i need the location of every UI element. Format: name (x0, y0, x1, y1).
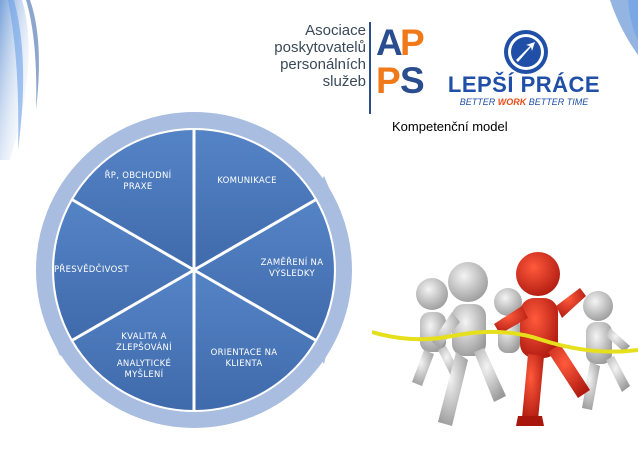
segment-presvedcivost (54, 200, 194, 340)
logo-divider (369, 22, 371, 114)
label-zamereni-line-1: ZAMĚŘENÍ NA (260, 258, 324, 268)
runners-illustration (372, 252, 638, 426)
label-komunikace: KOMUNIKACE (202, 176, 292, 187)
association-line-2: poskytovatelů (274, 39, 366, 56)
segment-orientace (194, 270, 316, 410)
decorative-streaks-right (610, 0, 638, 55)
tagline-part-1: BETTER (459, 97, 498, 107)
runner-grey-3 (582, 291, 630, 410)
apss-logo: A P P S (374, 24, 426, 104)
label-rp-line-2: PRAXE (123, 182, 153, 192)
ring-arrow-right-top (316, 176, 330, 190)
label-zamereni: ZAMĚŘENÍ NA VÝSLEDKY (246, 258, 338, 280)
segment-komunikace (194, 130, 316, 270)
runner-grey-2 (432, 262, 506, 426)
ring-arrow-left-bottom (54, 342, 68, 356)
association-line-1: Asociace (305, 22, 366, 39)
apss-letter-p: P (400, 22, 425, 63)
label-presvedcivost: PŘESVĚDČIVOST (54, 265, 154, 276)
decorative-streaks-left (0, 0, 39, 160)
apss-letter-p2: P (376, 60, 401, 101)
segment-rp (72, 130, 194, 270)
lepsi-prace-logo: LEPŠÍ PRÁCE BETTER WORK BETTER TIME (444, 28, 604, 108)
label-analyticke-line-2: MYŠLENÍ (124, 370, 164, 380)
label-rp-line-1: ŘP, OBCHODNÍ (104, 171, 172, 181)
lepsi-prace-tagline: BETTER WORK BETTER TIME (444, 97, 604, 107)
slide-title: Kompetenční model (392, 119, 508, 134)
ring-arrow-left-top (60, 176, 72, 192)
apss-letter-a: A (376, 22, 403, 63)
finish-tape (372, 329, 638, 354)
lepsi-prace-name: LEPŠÍ PRÁCE (447, 72, 601, 97)
runner-red-leader (494, 252, 590, 426)
tagline-part-2: BETTER TIME (526, 97, 589, 107)
label-orientace: ORIENTACE NA KLIENTA (196, 348, 292, 370)
label-kvalita: KVALITA A ZLEPŠOVÁNÍ ANALYTICKÉ MYŠLENÍ (98, 332, 190, 381)
segment-separators (70, 128, 318, 412)
label-orientace-line-2: KLIENTA (225, 359, 263, 369)
ring-arrow-bottom (184, 416, 198, 428)
label-rp: ŘP, OBCHODNÍ PRAXE (90, 171, 186, 193)
association-line-4: služeb (322, 73, 366, 90)
label-orientace-line-1: ORIENTACE NA (210, 348, 278, 358)
segment-kvalita (72, 270, 194, 410)
arrow-globe-icon (504, 30, 548, 74)
label-zamereni-line-2: VÝSLEDKY (269, 269, 315, 279)
tagline-highlight: WORK (497, 97, 527, 107)
apss-letter-s: S (400, 60, 425, 101)
label-presvedcivost-line-1: PŘESVĚDČIVOST (54, 265, 129, 275)
ring-arrow-right-bottom (316, 348, 328, 364)
competency-wheel: KOMUNIKACE ZAMĚŘENÍ NA VÝSLEDKY ORIENTAC… (24, 110, 374, 452)
association-name: Asociace poskytovatelů personálních služ… (258, 22, 366, 90)
competency-wheel-graphic (36, 112, 352, 428)
segment-zamereni (194, 200, 334, 340)
label-kvalita-line-2: ZLEPŠOVÁNÍ (116, 343, 172, 353)
association-line-3: personálních (280, 56, 366, 73)
label-kvalita-line-1: KVALITA A (121, 332, 167, 342)
ring-arrow-top (188, 116, 202, 126)
label-analyticke-line-1: ANALYTICKÉ (116, 359, 172, 369)
label-komunikace-line-1: KOMUNIKACE (217, 176, 277, 186)
